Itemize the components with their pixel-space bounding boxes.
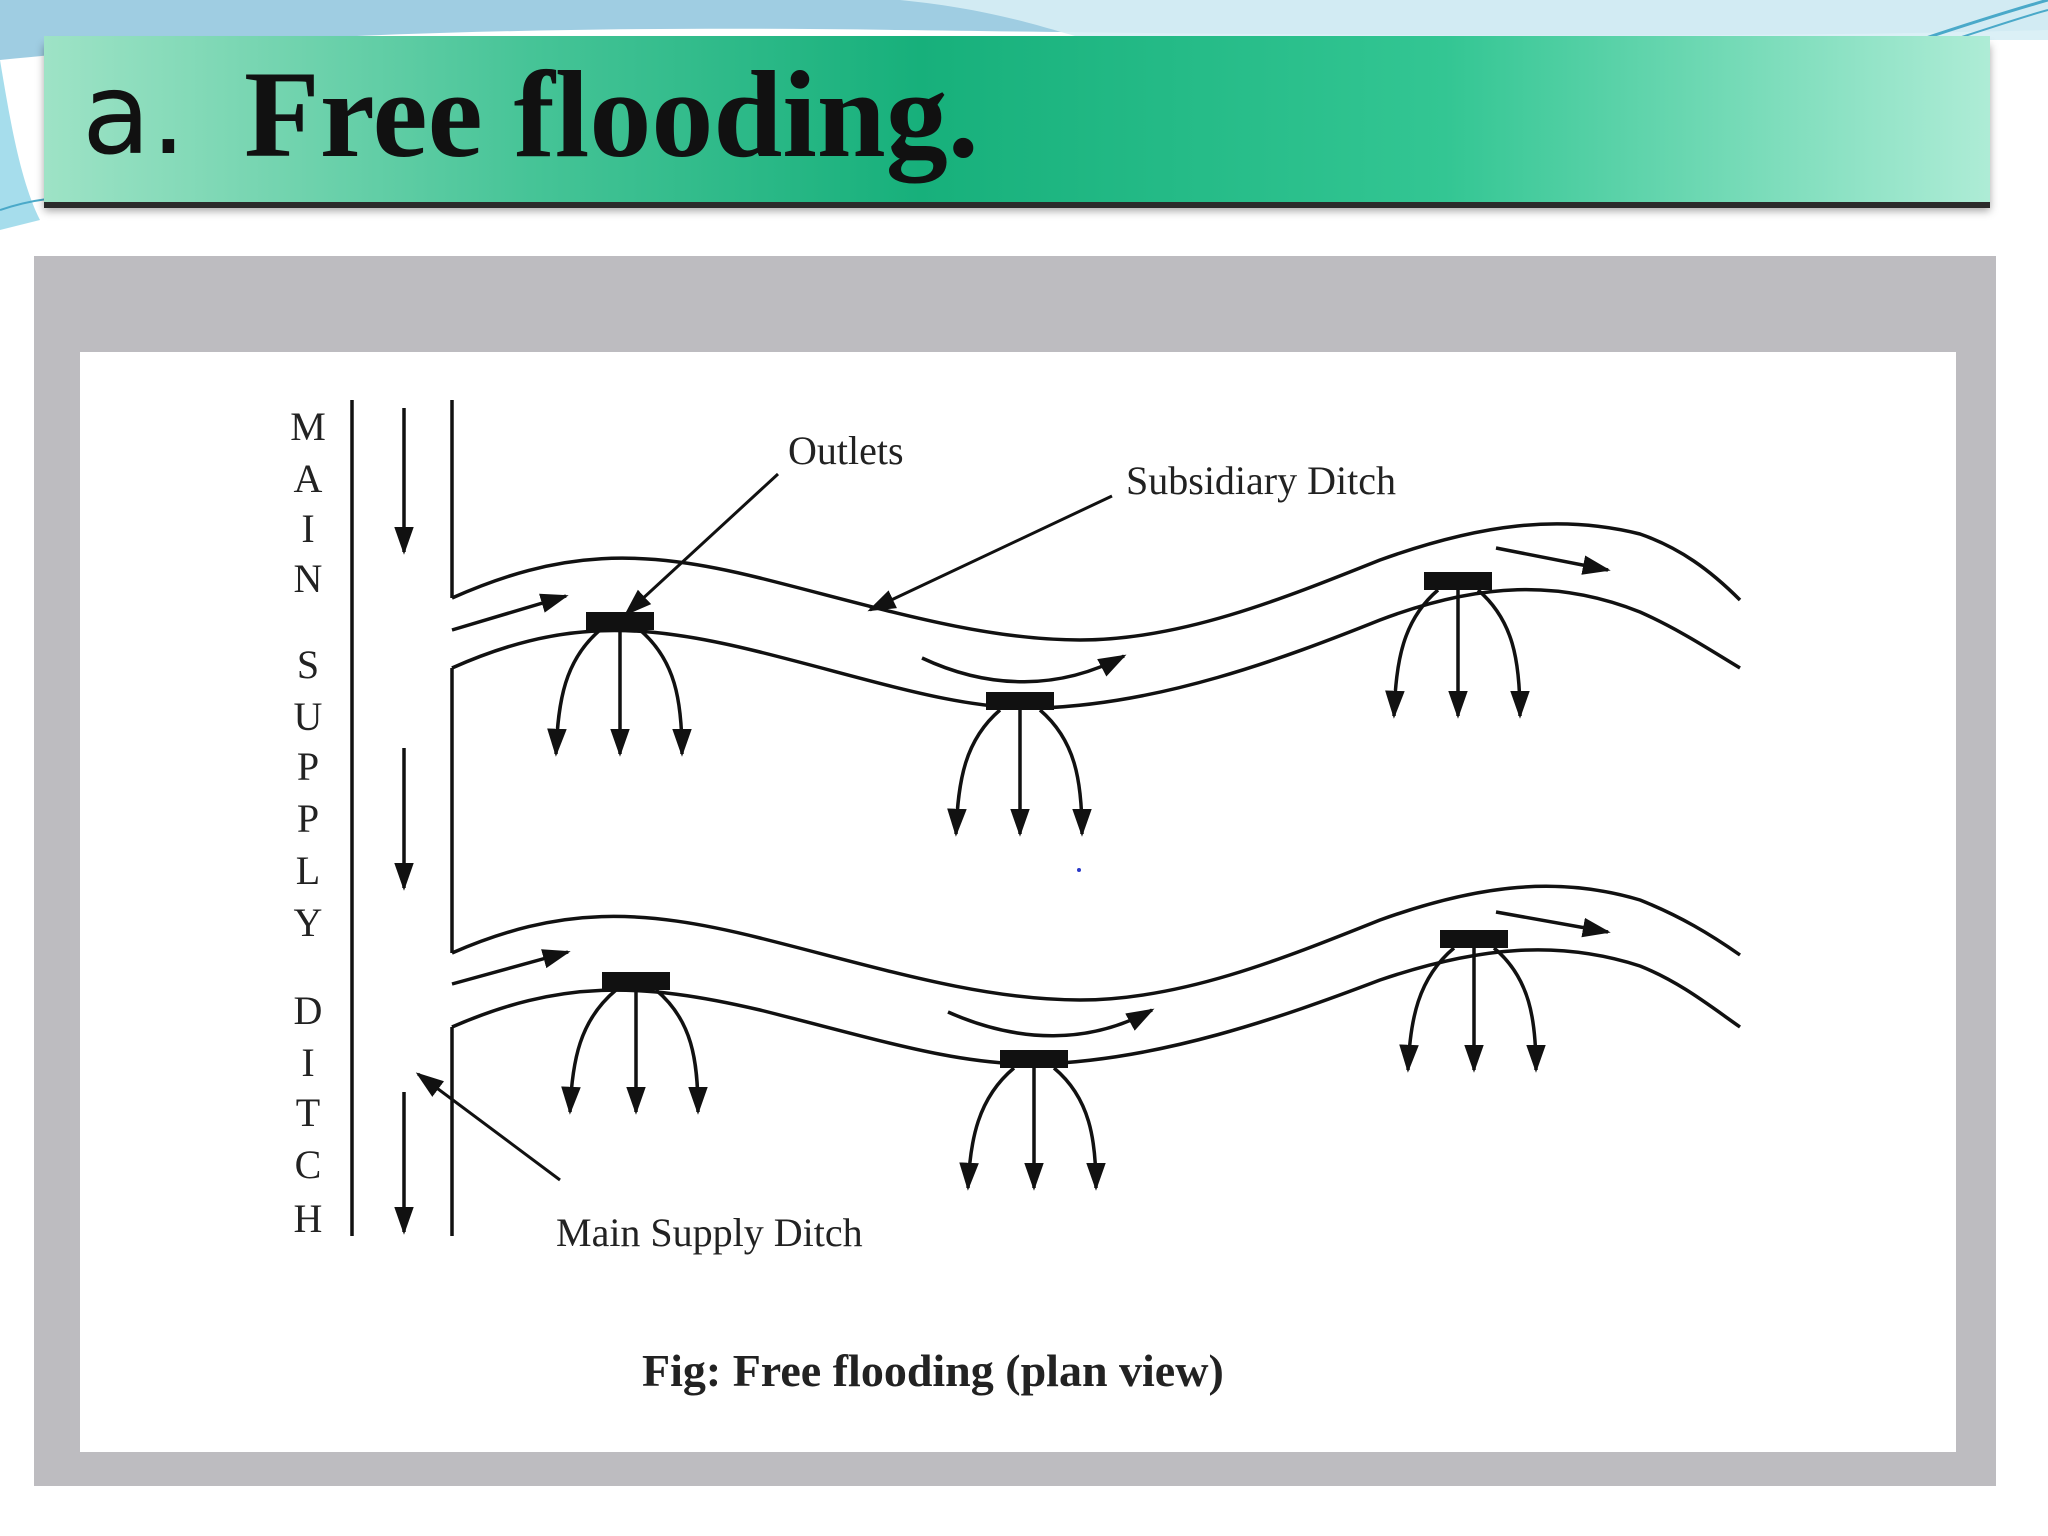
figure-caption: Fig: Free flooding (plan view) (642, 1345, 1224, 1396)
outlet (947, 692, 1092, 837)
vertical-letter: P (297, 744, 319, 789)
vertical-letter: L (296, 848, 320, 893)
vertical-letter: I (301, 1040, 314, 1085)
vertical-letter: D (294, 988, 323, 1033)
vertical-letter: S (297, 642, 319, 687)
outlets-label: Outlets (788, 428, 904, 473)
outlet (1399, 930, 1546, 1073)
vertical-letter: N (294, 556, 323, 601)
title-list-marker: a. (82, 50, 187, 180)
outlet (959, 1050, 1106, 1191)
vertical-letter: P (297, 796, 319, 841)
title-banner (44, 36, 1990, 202)
lower-flow-arrows (451, 910, 1611, 1038)
vertical-letter: I (301, 506, 314, 551)
vertical-letter: H (294, 1196, 323, 1241)
vertical-label: M A I N S U P P L Y D I T C H (290, 404, 326, 1241)
vertical-letter: M (290, 404, 326, 449)
main-supply-ditch-label: Main Supply Ditch (556, 1210, 863, 1255)
callout-arrows (415, 472, 1113, 1182)
vertical-letter: Y (294, 900, 323, 945)
vertical-letter: C (295, 1142, 322, 1187)
vertical-letter: U (294, 694, 323, 739)
subsidiary-ditch-upper (451, 522, 1742, 710)
subsidiary-ditch-label: Subsidiary Ditch (1126, 458, 1396, 503)
subsidiary-ditch-lower (451, 884, 1742, 1066)
outlet (561, 972, 708, 1115)
stray-dot (1077, 868, 1081, 872)
main-supply-ditch (350, 400, 454, 1236)
outlet (1385, 572, 1530, 719)
outlet (547, 612, 692, 757)
upper-flow-arrows (451, 546, 1611, 684)
slide-title: Free flooding. (244, 46, 979, 183)
vertical-letter: T (296, 1090, 320, 1135)
vertical-letter: A (294, 456, 323, 501)
